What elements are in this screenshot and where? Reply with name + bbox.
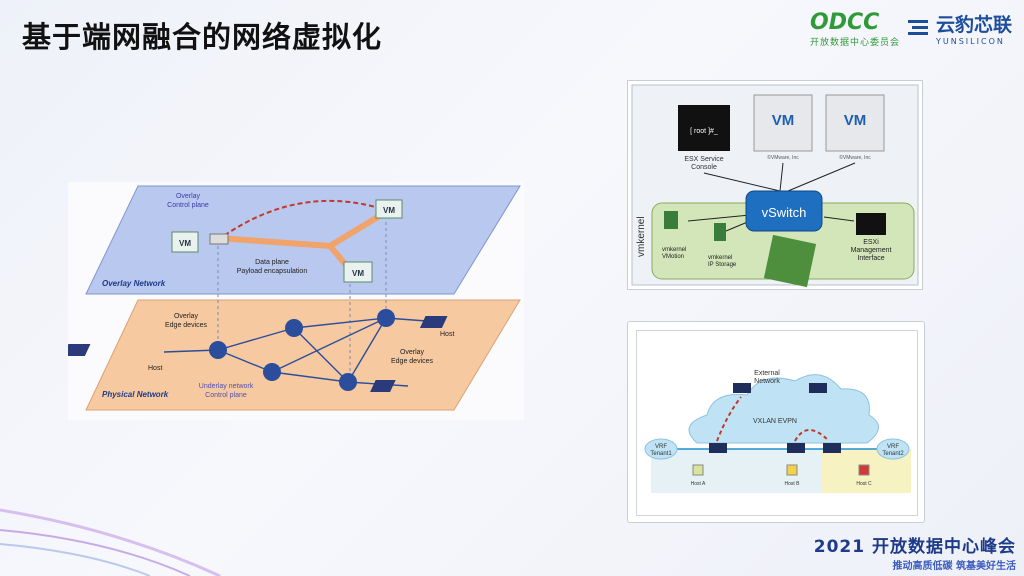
yunsilicon-name-en: YUNSILICON [936, 37, 1005, 46]
svg-text:Overlay: Overlay [400, 349, 425, 356]
svg-text:[ root ]#_: [ root ]#_ [690, 128, 718, 135]
decorative-swoosh [0, 508, 221, 576]
vxlan-cloud [688, 374, 879, 444]
svg-text:VRF: VRF [655, 444, 667, 450]
svg-text:VM: VM [179, 239, 191, 248]
odcc-mark: ODCC [810, 10, 880, 35]
overlay-plane [85, 185, 521, 295]
overlay-network-diagram: VM VM VM Overlay Control plane Data plan… [62, 182, 524, 420]
host-icon [370, 380, 396, 392]
svg-text:Control plane: Control plane [205, 392, 247, 399]
overlay-network-label: Overlay Network [102, 279, 166, 288]
odcc-subtitle: 开放数据中心委员会 [810, 38, 901, 48]
footer-branding: 2021 开放数据中心峰会 推动高质低碳 筑基美好生活 [814, 532, 1016, 572]
svg-text:Edge devices: Edge devices [391, 358, 434, 365]
yunsilicon-logo: 云豹芯联 YUNSILICON [908, 10, 1020, 46]
svg-text:ESX Service: ESX Service [684, 156, 723, 163]
vm-icon: VM [753, 94, 813, 152]
svg-text:Network: Network [754, 378, 780, 385]
svg-text:©VMware, Inc: ©VMware, Inc [767, 154, 799, 161]
svg-text:IP Storage: IP Storage [708, 262, 737, 268]
svg-text:VM: VM [844, 112, 867, 129]
vm-icon: VM [375, 199, 403, 219]
svg-text:Console: Console [691, 164, 717, 171]
svg-text:Host C: Host C [856, 481, 872, 487]
data-plane-1: Data plane [255, 259, 289, 266]
svg-text:Host B: Host B [784, 481, 800, 487]
host-icon [786, 464, 798, 476]
vm-icon: VM [825, 94, 885, 152]
overlay-control-plane-2: Control plane [167, 202, 209, 209]
svg-text:VXLAN EVPN: VXLAN EVPN [753, 418, 797, 425]
host-label-left: Host [148, 365, 162, 372]
host-icon [62, 344, 91, 356]
svg-text:vmkernel: vmkernel [662, 247, 686, 253]
vmkernel-label: vmkernel [636, 216, 647, 257]
vm-icon: VM [171, 231, 199, 253]
svg-text:VRF: VRF [887, 444, 899, 450]
svg-text:ESXi: ESXi [863, 239, 879, 246]
vswitch-box [745, 190, 823, 232]
overlay-control-plane-1: Overlay [176, 193, 201, 200]
svg-text:VM: VM [772, 112, 795, 129]
slide-title: 基于端网融合的网络虚拟化 [22, 20, 383, 54]
svg-text:©VMware, Inc: ©VMware, Inc [839, 154, 871, 161]
svg-text:VM: VM [383, 206, 395, 215]
host-icon [692, 464, 704, 476]
footer-slogan: 推动高质低碳 筑基美好生活 [892, 561, 1016, 572]
svg-text:VM: VM [352, 269, 364, 278]
vm-icon: VM [343, 261, 373, 283]
footer-title: 2021 开放数据中心峰会 [813, 537, 1016, 557]
data-plane-2: Payload encapsulation [237, 268, 308, 275]
vxlan-evpn-diagram: External Network VXLAN EVPN VRF Tenant1 … [627, 321, 925, 523]
svg-text:Management: Management [851, 247, 892, 254]
host-label-right: Host [440, 331, 454, 338]
svg-text:Overlay: Overlay [174, 313, 199, 320]
yunsilicon-mark-icon [908, 20, 928, 35]
svg-text:Edge devices: Edge devices [165, 322, 208, 329]
svg-text:Host A: Host A [691, 481, 706, 487]
host-icon [858, 464, 870, 476]
svg-text:External: External [754, 370, 780, 377]
yunsilicon-name: 云豹芯联 [936, 14, 1013, 36]
odcc-logo: ODCC 开放数据中心委员会 [810, 10, 900, 48]
svg-text:vSwitch: vSwitch [762, 205, 807, 220]
host-icon [419, 316, 448, 328]
svg-text:Tenant2: Tenant2 [882, 451, 904, 457]
svg-text:VMotion: VMotion [662, 254, 684, 260]
svg-text:Interface: Interface [857, 255, 884, 262]
svg-text:Underlay network: Underlay network [199, 383, 254, 390]
vmware-vswitch-diagram: vmkernel [ root ]#_ ESX Service Console … [627, 80, 923, 290]
physical-network-label: Physical Network [102, 390, 169, 399]
svg-text:Tenant1: Tenant1 [650, 451, 672, 457]
physical-plane [85, 299, 521, 411]
svg-text:vmkernel: vmkernel [708, 255, 732, 261]
